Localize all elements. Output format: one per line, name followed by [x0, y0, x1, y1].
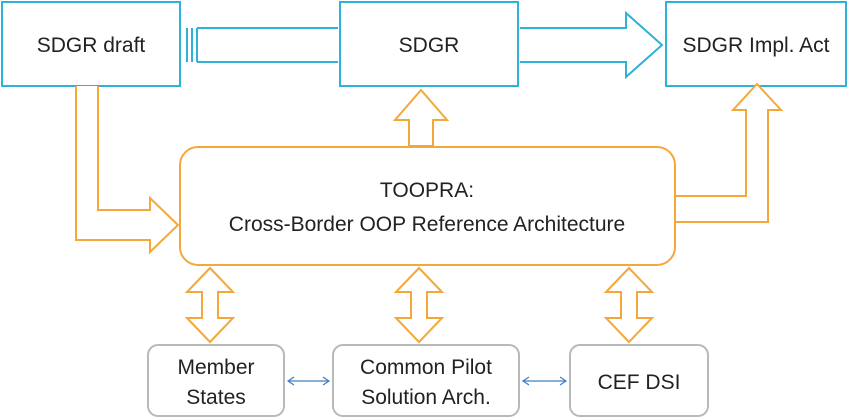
sdgr-impl-act-label: SDGR Impl. Act — [682, 34, 829, 57]
toopra-subtitle: Cross-Border OOP Reference Architecture — [229, 213, 625, 236]
blue-arrow-draft-to-sdgr — [186, 27, 338, 63]
sdgr-draft-label: SDGR draft — [37, 34, 146, 57]
member-states-box — [147, 344, 285, 417]
cef-dsi-label: CEF DSI — [598, 371, 681, 394]
cef-dsi-box — [569, 344, 709, 417]
sdgr-label: SDGR — [399, 34, 460, 57]
common-pilot-label-line2: Solution Arch. — [361, 386, 491, 409]
orange-arrow-draft-to-toopra — [75, 86, 180, 255]
orange-arrow-toopra-to-sdgr — [392, 88, 450, 147]
orange-arrow-toopra-to-impl — [675, 82, 784, 223]
orange-double-arrow-member-states — [184, 266, 236, 344]
orange-double-arrow-cef-dsi — [603, 266, 655, 344]
link-pilot-to-cef — [521, 376, 568, 386]
link-member-to-pilot — [286, 376, 331, 386]
member-states-label-line2: States — [186, 386, 246, 409]
toopra-title: TOOPRA: — [380, 179, 474, 202]
member-states-label-line1: Member — [177, 356, 254, 379]
sdgr-draft-box — [1, 1, 181, 87]
common-pilot-label-line1: Common Pilot — [360, 356, 492, 379]
sdgr-box — [339, 1, 519, 87]
common-pilot-box — [332, 344, 520, 417]
toopra-box — [179, 146, 676, 266]
blue-arrow-sdgr-to-impl — [520, 10, 664, 80]
orange-double-arrow-common-pilot — [393, 266, 445, 344]
sdgr-impl-act-box — [665, 1, 847, 87]
